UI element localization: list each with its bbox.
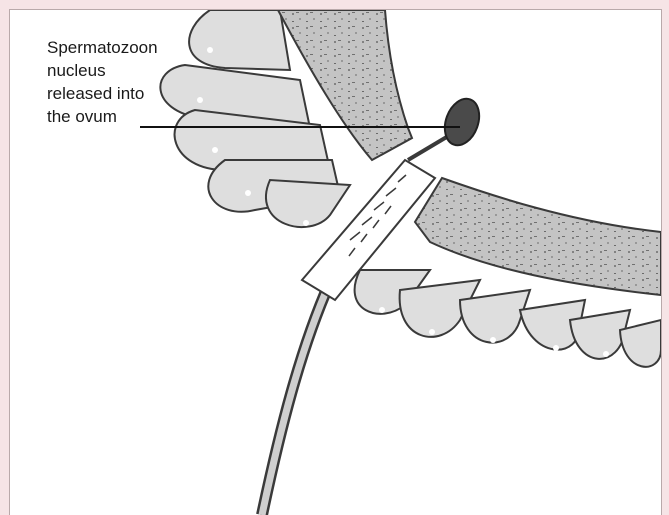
zona-pellucida-lower xyxy=(415,178,661,295)
spermatozoon-nucleus xyxy=(439,94,485,150)
annotation-label: Spermatozoon nucleus released into the o… xyxy=(47,36,158,128)
figure-panel: Spermatozoon nucleus released into the o… xyxy=(9,9,662,515)
